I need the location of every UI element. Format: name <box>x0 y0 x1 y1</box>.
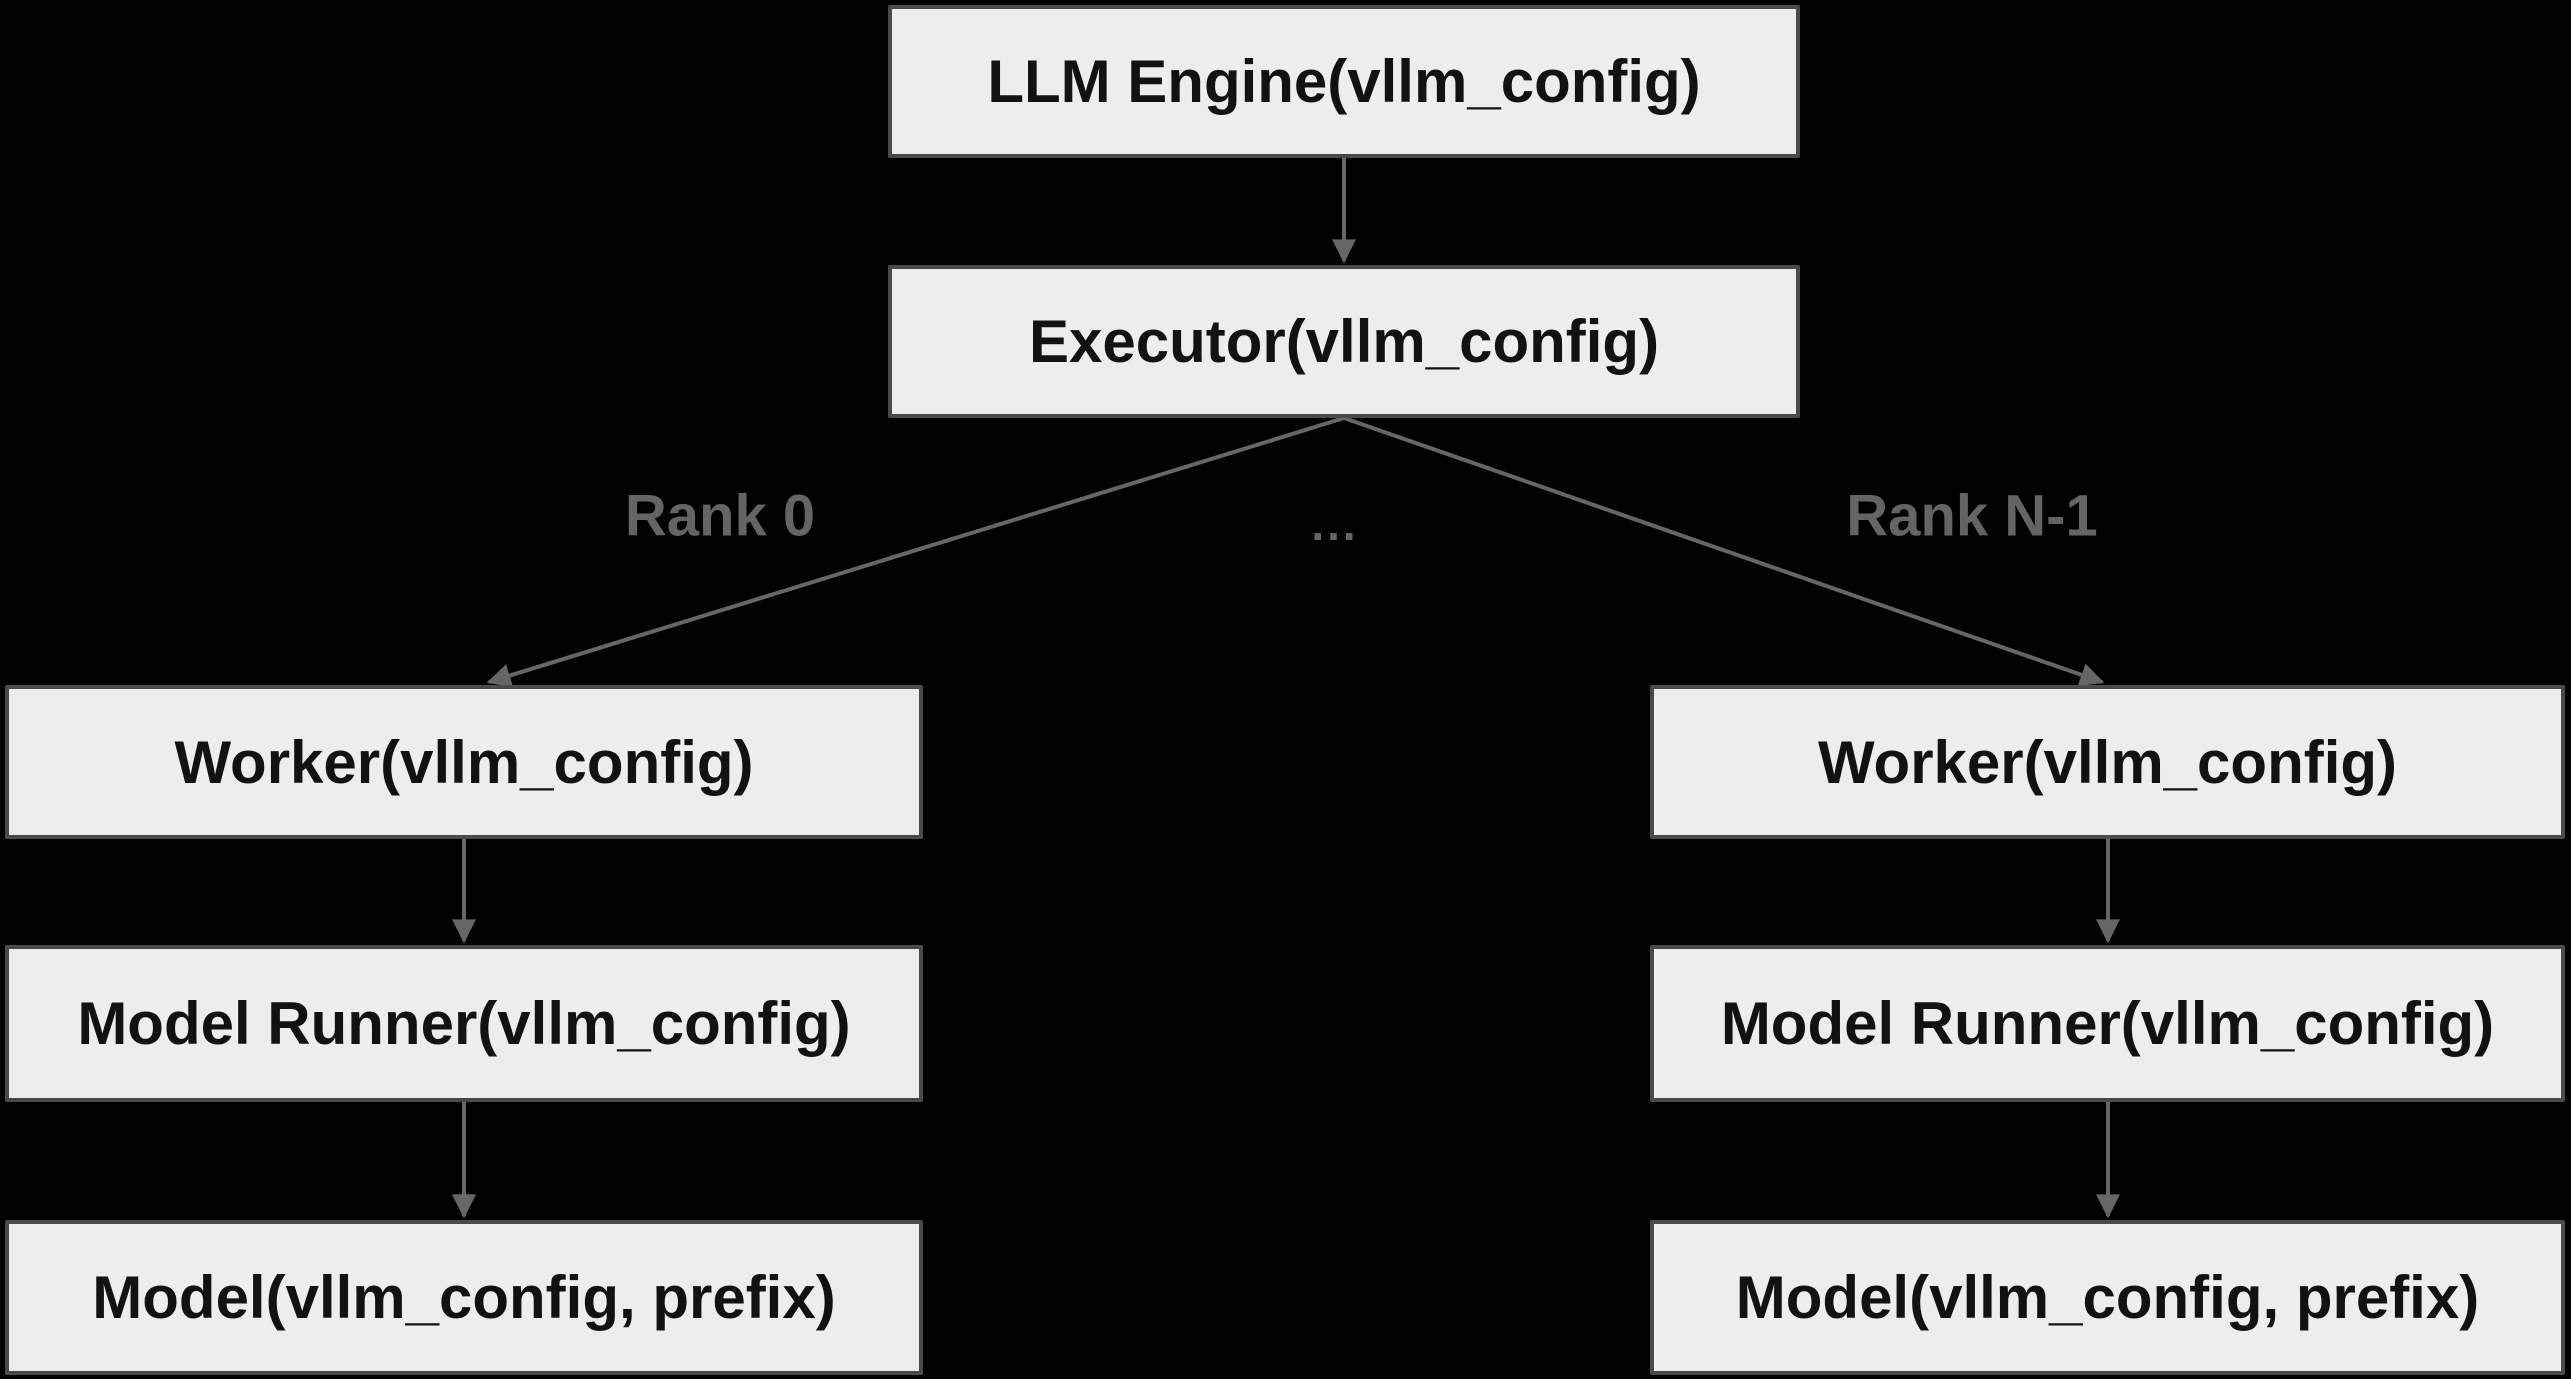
node-model-runner-rankn: Model Runner(vllm_config) <box>1650 945 2565 1102</box>
node-model-rank0: Model(vllm_config, prefix) <box>5 1220 923 1375</box>
edge-executor-to-worker-left <box>486 416 1345 688</box>
edge-label-rank-n-1: Rank N-1 <box>1846 483 2098 549</box>
node-worker-rank0: Worker(vllm_config) <box>5 685 923 839</box>
node-llm-engine-label: LLM Engine(vllm_config) <box>987 48 1701 115</box>
node-executor: Executor(vllm_config) <box>888 265 1800 418</box>
node-model-rankn: Model(vllm_config, prefix) <box>1650 1220 2565 1375</box>
node-worker-rankn-label: Worker(vllm_config) <box>1818 728 2397 796</box>
node-model-rank0-label: Model(vllm_config, prefix) <box>92 1264 836 1331</box>
node-model-runner-rankn-label: Model Runner(vllm_config) <box>1720 990 2495 1057</box>
node-model-rankn-label: Model(vllm_config, prefix) <box>1735 1264 2480 1331</box>
node-worker-rank0-label: Worker(vllm_config) <box>174 728 754 796</box>
node-worker-rankn: Worker(vllm_config) <box>1650 685 2565 839</box>
node-llm-engine: LLM Engine(vllm_config) <box>888 5 1800 158</box>
node-executor-label: Executor(vllm_config) <box>1028 308 1660 375</box>
edge-label-rank-0: Rank 0 <box>624 483 816 549</box>
node-model-runner-rank0: Model Runner(vllm_config) <box>5 945 923 1102</box>
edge-executor-to-worker-right <box>1343 416 2105 687</box>
edge-label-ellipsis: ... <box>1311 498 1359 550</box>
node-model-runner-rank0-label: Model Runner(vllm_config) <box>77 990 851 1057</box>
